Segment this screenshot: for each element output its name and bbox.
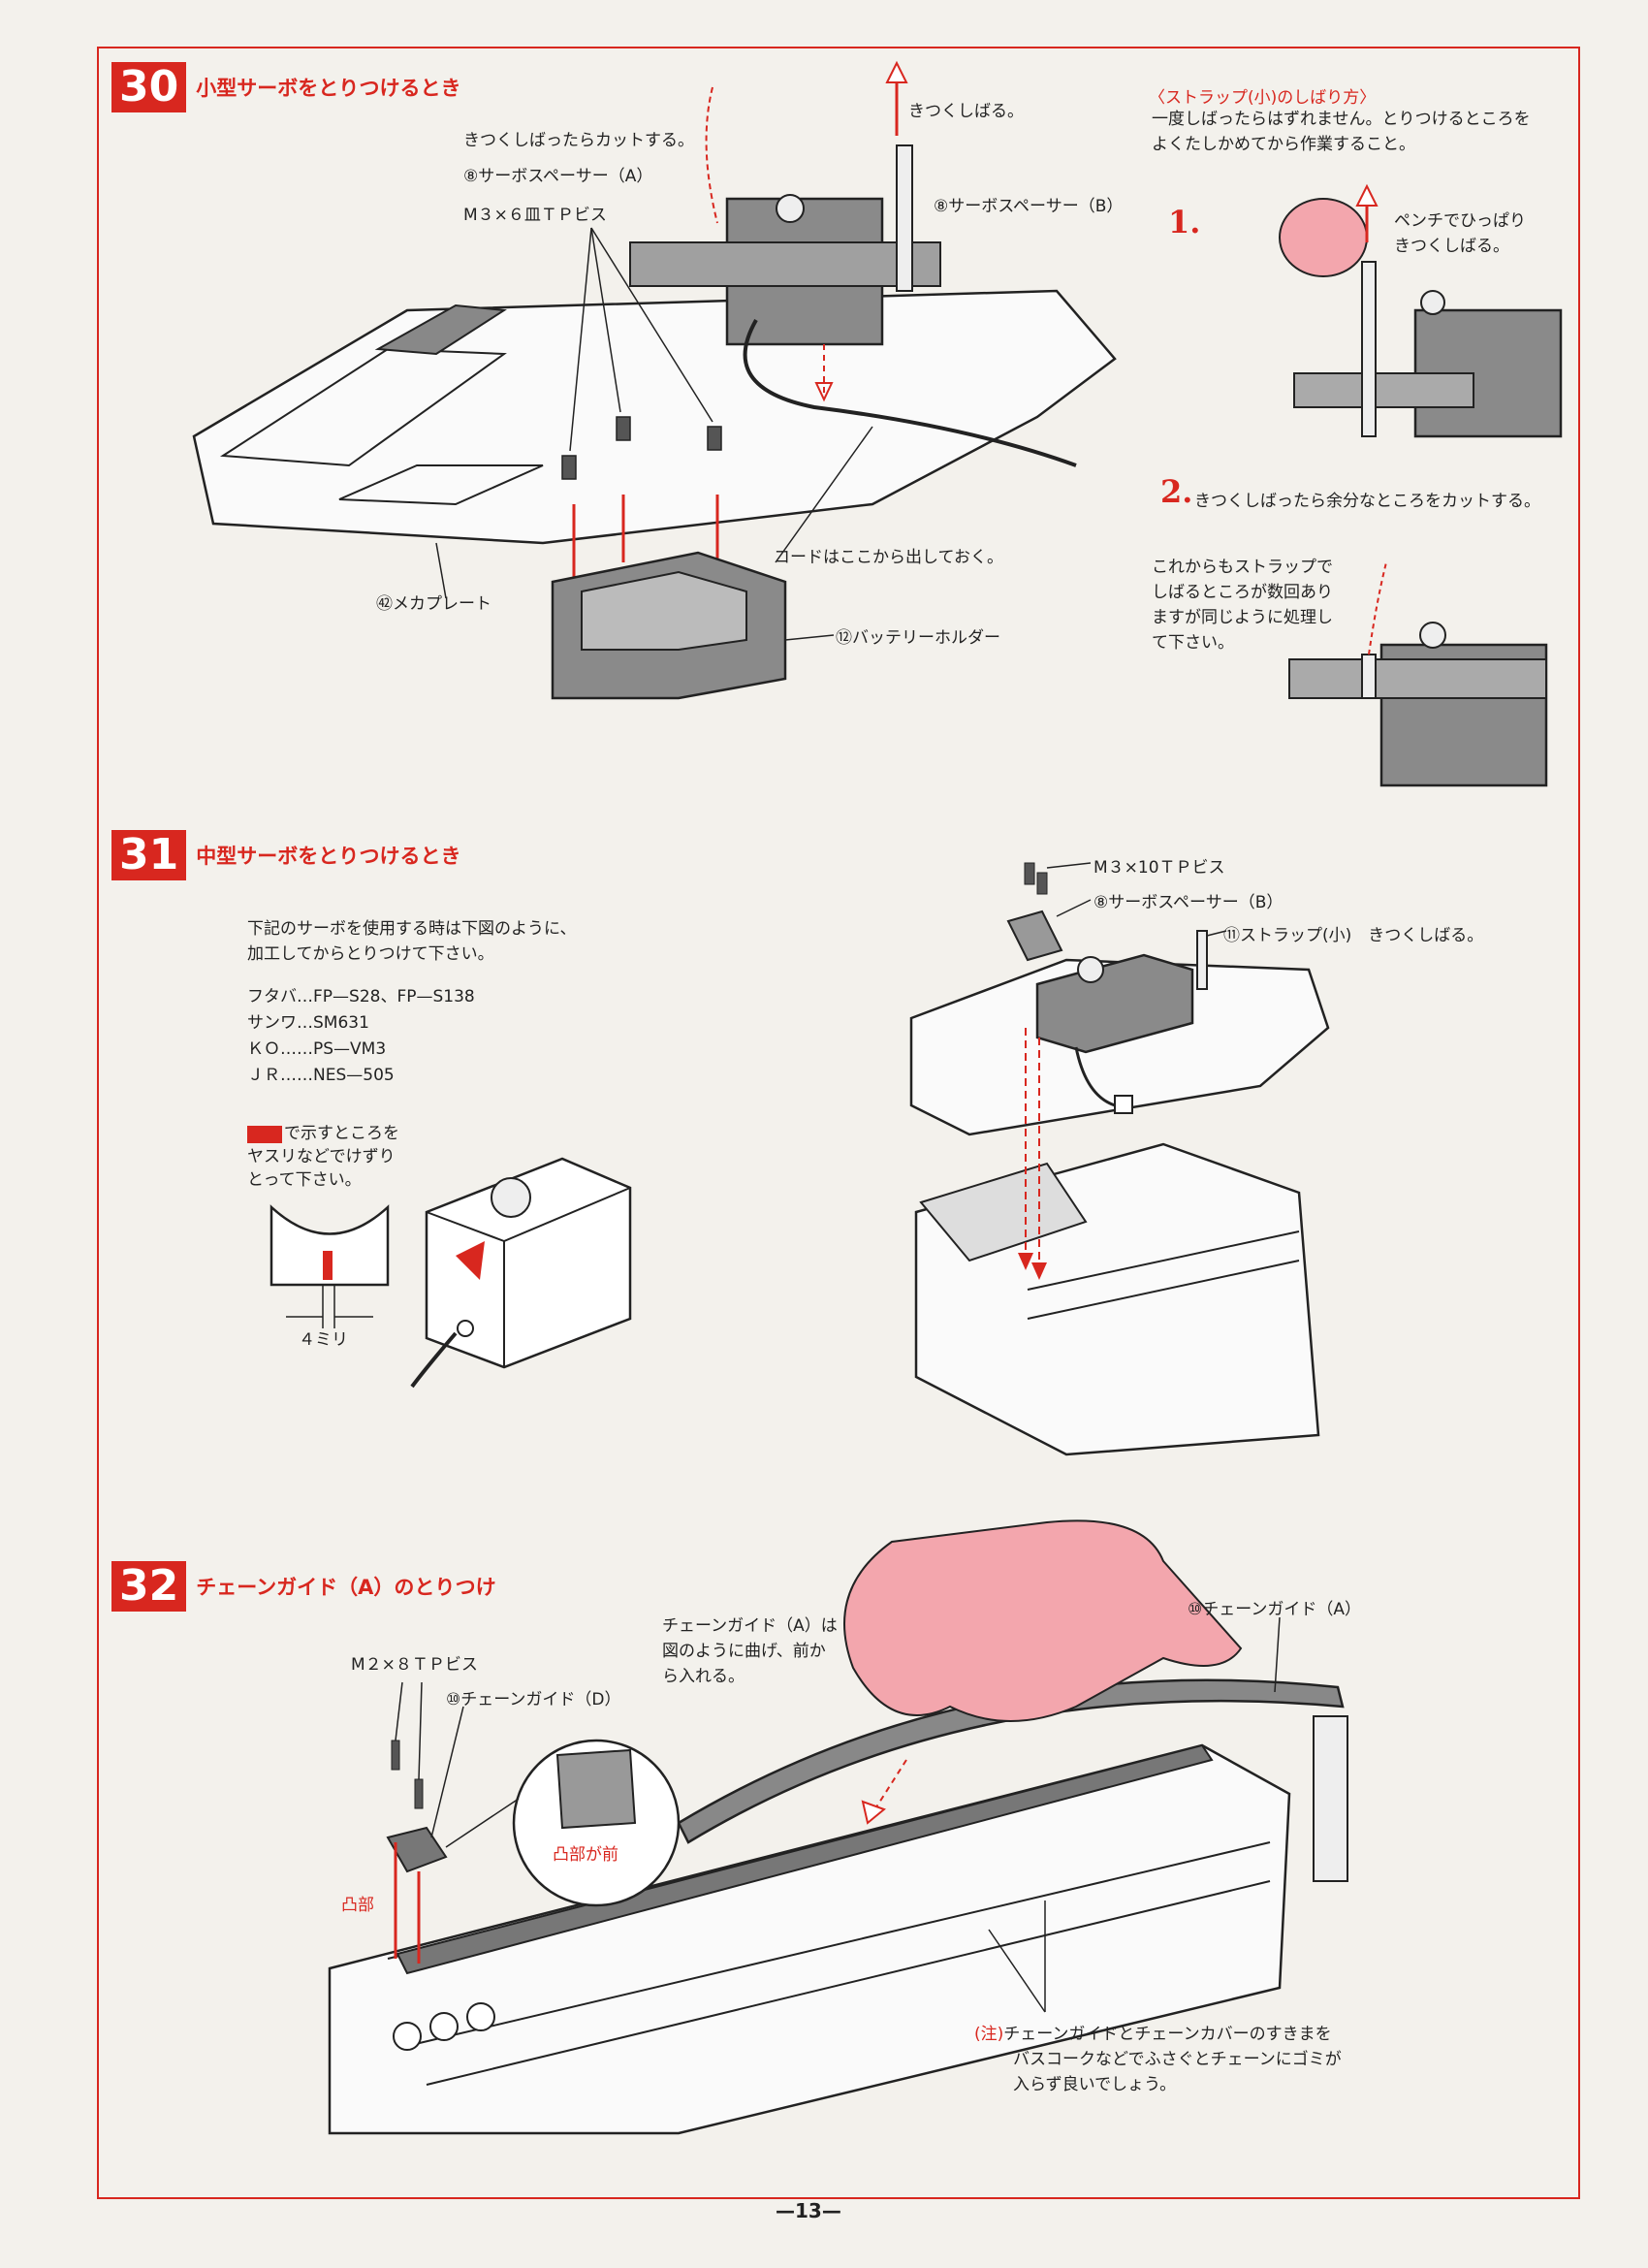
step31-title: 中型サーボをとりつけるとき	[196, 845, 461, 868]
red-swatch	[247, 1126, 282, 1143]
chain-note-line: 入らず良いでしょう。	[1013, 2075, 1177, 2094]
strap-step1-line: ペンチでひっぱり	[1394, 211, 1526, 231]
label-convex-front: 凸部が前	[553, 1845, 618, 1865]
strap-title: 〈ストラップ(小)のしばり方〉	[1149, 88, 1377, 108]
label-strap-small: ⑪ストラップ(小) きつくしばる。	[1223, 926, 1484, 945]
bend-instruction-line: ら入れる。	[662, 1667, 745, 1686]
strap-intro-line: よくたしかめてから作業すること。	[1152, 135, 1415, 154]
step31-intro-line: 加工してからとりつけて下さい。	[247, 944, 494, 964]
chain-note: (注)チェーンガイドとチェーンカバーのすきまを バスコークなどでふさぐとチェーン…	[974, 2022, 1342, 2097]
servo-list: フタバ…FP—S28、FP—S138 サンワ…SM631 ＫＯ……PS—VM3 …	[247, 984, 475, 1089]
label-chain-guide-a: ⑩チェーンガイド（A）	[1188, 1600, 1362, 1619]
label-screw-m2x8: M２×８ＴＰビス	[351, 1655, 478, 1675]
label-mecha-plate: ㊷メカプレート	[376, 594, 491, 614]
file-note-rest: ヤスリなどでけずり とって下さい。	[247, 1145, 396, 1192]
strap-step1-text: ペンチでひっぱり きつくしばる。	[1394, 208, 1526, 259]
note-mark: (注)	[974, 2025, 1004, 2044]
strap-note-line: ますが同じように処理し	[1152, 608, 1333, 627]
file-note-line: ヤスリなどでけずり	[247, 1147, 396, 1166]
chain-note-line: バスコークなどでふさぐとチェーンにゴミが	[1013, 2050, 1342, 2069]
strap-intro-line: 一度しばったらはずれません。とりつけるところを	[1152, 110, 1531, 129]
file-note-line: で示すところを	[284, 1124, 399, 1143]
strap-step2-text: きつくしばったら余分なところをカットする。	[1194, 492, 1540, 511]
bend-instruction: チェーンガイド（A）は 図のように曲げ、前か ら入れる。	[662, 1613, 838, 1689]
step31-intro: 下記のサーボを使用する時は下図のように、 加工してからとりつけて下さい。	[247, 916, 577, 967]
strap-step1-line: きつくしばる。	[1394, 237, 1509, 256]
label-screw-m3x6: M３×６皿ＴＰビス	[463, 206, 607, 225]
label-cord-out: コードはここから出しておく。	[774, 548, 1003, 567]
strap-note-line: て下さい。	[1152, 633, 1234, 653]
label-convex: 凸部	[341, 1896, 374, 1915]
strap-note-line: しばるところが数回あり	[1152, 583, 1333, 602]
page-number: —13—	[776, 2199, 841, 2222]
strap-step1-number: 1.	[1168, 204, 1201, 240]
servo-list-item: ＪＲ……NES—505	[247, 1066, 395, 1085]
strap-intro: 一度しばったらはずれません。とりつけるところを よくたしかめてから作業すること。	[1152, 107, 1531, 157]
step31-heading: 31 中型サーボをとりつけるとき	[111, 830, 460, 880]
page-frame	[97, 47, 1580, 2199]
label-screw-m3x10: M３×10ＴＰビス	[1093, 858, 1225, 878]
label-chain-guide-d: ⑩チェーンガイド（D）	[446, 1690, 621, 1709]
file-note-line: とって下さい。	[247, 1170, 362, 1190]
servo-list-item: ＫＯ……PS—VM3	[247, 1039, 387, 1059]
label-battery-holder: ⑫バッテリーホルダー	[836, 628, 1000, 648]
servo-list-item: フタバ…FP—S28、FP—S138	[247, 987, 475, 1006]
label-tighten: きつくしばる。	[908, 102, 1024, 121]
label-servo-spacer-b-31: ⑧サーボスペーサー（B）	[1093, 893, 1284, 912]
label-cut-after-tighten: きつくしばったらカットする。	[463, 131, 694, 150]
step30-heading: 30 小型サーボをとりつけるとき	[111, 62, 460, 112]
strap-step2-number: 2.	[1160, 473, 1193, 510]
strap-note: これからもストラップで しばるところが数回あり ますが同じように処理し て下さい…	[1152, 555, 1333, 655]
step31-number: 31	[111, 830, 187, 880]
step32-title: チェーンガイド（A）のとりつけ	[196, 1576, 496, 1599]
bend-instruction-line: 図のように曲げ、前か	[662, 1642, 826, 1661]
file-note: で示すところを	[284, 1122, 399, 1145]
servo-list-item: サンワ…SM631	[247, 1013, 369, 1033]
bend-instruction-line: チェーンガイド（A）は	[662, 1616, 838, 1636]
step31-intro-line: 下記のサーボを使用する時は下図のように、	[247, 919, 577, 939]
step32-number: 32	[111, 1561, 187, 1612]
step30-number: 30	[111, 62, 187, 112]
label-servo-spacer-b: ⑧サーボスペーサー（B）	[934, 197, 1124, 216]
label-servo-spacer-a: ⑧サーボスペーサー（A）	[463, 167, 653, 186]
dimension-4mm: ４ミリ	[299, 1330, 348, 1350]
step30-title: 小型サーボをとりつけるとき	[196, 77, 461, 100]
step32-heading: 32 チェーンガイド（A）のとりつけ	[111, 1561, 496, 1612]
chain-note-line: チェーンガイドとチェーンカバーのすきまを	[1003, 2025, 1332, 2044]
strap-note-line: これからもストラップで	[1152, 558, 1333, 577]
